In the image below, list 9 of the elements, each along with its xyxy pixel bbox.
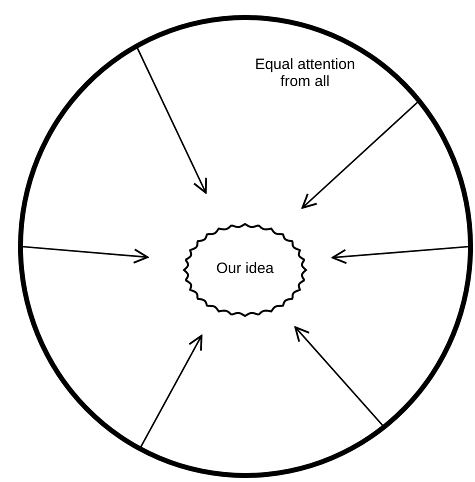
arrow [294, 326, 384, 428]
cloud-label: Our idea [215, 260, 275, 277]
arrow [20, 246, 148, 264]
arrow [332, 246, 470, 264]
heading-text: Equal attention from all [254, 56, 356, 90]
circle-outline [18, 15, 473, 478]
arrow [301, 100, 420, 209]
arrow [136, 46, 208, 194]
arrow [139, 334, 202, 449]
